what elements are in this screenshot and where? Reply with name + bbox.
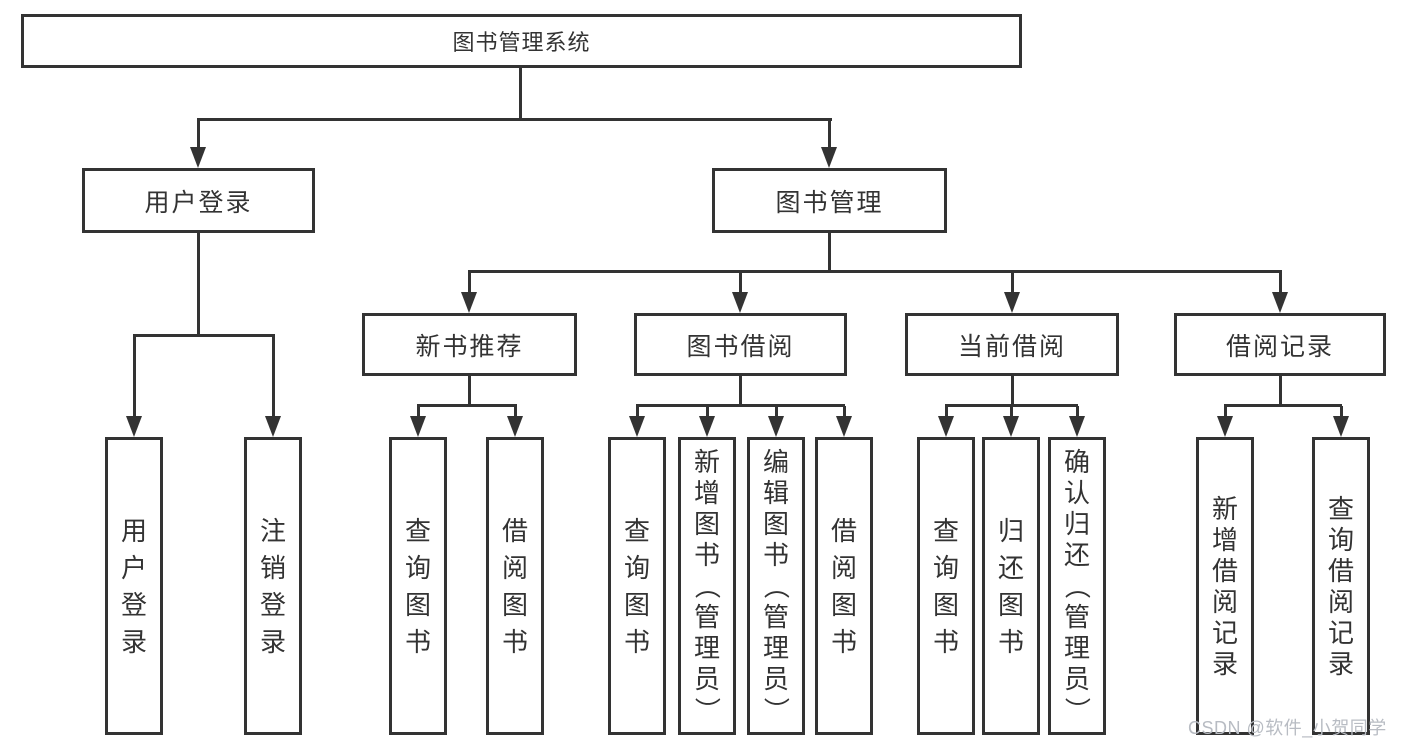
- csdn-watermark: CSDN @软件_小贺同学: [1188, 718, 1387, 738]
- connector-level1-bar: [197, 118, 832, 121]
- leaf-label: 借阅图书: [830, 515, 857, 657]
- arrowhead-icon: [126, 416, 142, 437]
- connector-arrow-line: [133, 336, 136, 417]
- arrowhead-icon: [1069, 416, 1085, 437]
- leaf-add-borrow-record: 新增借阅记录: [1196, 437, 1254, 735]
- connector-root-trunk: [519, 66, 522, 120]
- node-label: 图书管理: [775, 188, 884, 217]
- leaf-edit-books-admin: 编辑图书（管理员）: [747, 437, 805, 735]
- leaf-logout: 注销登录: [244, 437, 302, 735]
- node-new-book-recommend: 新书推荐: [362, 313, 577, 376]
- arrowhead-icon: [1272, 292, 1288, 313]
- leaf-label: 确认归还（管理员）: [1061, 447, 1092, 724]
- node-label: 当前借阅: [957, 332, 1066, 361]
- connector-current-borrow-bar: [945, 404, 1078, 407]
- arrowhead-icon: [836, 416, 852, 437]
- connector-arrow-line: [843, 406, 846, 417]
- leaf-query-books-current: 查询图书: [917, 437, 975, 735]
- leaf-add-books-admin: 新增图书（管理员）: [678, 437, 736, 735]
- connector-arrow-line: [468, 272, 471, 293]
- leaf-return-books: 归还图书: [982, 437, 1040, 735]
- arrowhead-icon: [507, 416, 523, 437]
- connector-borrow-records-bar: [1224, 404, 1342, 407]
- connector-book-borrow-bar: [636, 404, 845, 407]
- leaf-query-books-recommend: 查询图书: [389, 437, 447, 735]
- arrowhead-icon: [1003, 416, 1019, 437]
- node-book-management: 图书管理: [712, 168, 947, 233]
- connector-arrow-line: [1340, 406, 1343, 417]
- arrowhead-icon: [410, 416, 426, 437]
- arrowhead-icon: [768, 416, 784, 437]
- node-user-login: 用户登录: [82, 168, 315, 233]
- leaf-label: 新增借阅记录: [1211, 493, 1238, 679]
- node-borrowing-records: 借阅记录: [1174, 313, 1386, 376]
- arrowhead-icon: [821, 147, 837, 168]
- leaf-label: 查询图书: [404, 515, 431, 657]
- node-label: 用户登录: [144, 188, 253, 217]
- connector-user-login-trunk: [197, 232, 200, 336]
- arrowhead-icon: [190, 147, 206, 168]
- connector-arrow-line: [417, 406, 420, 417]
- connector-arrow-line: [636, 406, 639, 417]
- connector-new-book-trunk: [468, 375, 471, 406]
- connector-arrow-line: [706, 406, 709, 417]
- connector-arrow-line: [828, 120, 831, 148]
- connector-current-borrow-trunk: [1011, 375, 1014, 406]
- connector-arrow-line: [775, 406, 778, 417]
- connector-book-mgmt-trunk: [828, 232, 831, 272]
- leaf-label: 归还图书: [997, 515, 1024, 657]
- leaf-label: 新增图书（管理员）: [691, 447, 722, 724]
- leaf-label: 注销登录: [259, 515, 286, 657]
- connector-arrow-line: [197, 120, 200, 148]
- node-root-label: 图书管理系统: [452, 30, 591, 55]
- arrowhead-icon: [265, 416, 281, 437]
- connector-arrow-line: [272, 336, 275, 417]
- node-label: 图书借阅: [686, 332, 795, 361]
- connector-new-book-bar: [417, 404, 517, 407]
- leaf-query-books-borrowing: 查询图书: [608, 437, 666, 735]
- node-label: 新书推荐: [415, 332, 524, 361]
- connector-arrow-line: [1010, 406, 1013, 417]
- leaf-borrow-books-recommend: 借阅图书: [486, 437, 544, 735]
- leaf-label: 用户登录: [120, 515, 147, 657]
- arrowhead-icon: [1004, 292, 1020, 313]
- leaf-label: 查询图书: [623, 515, 650, 657]
- connector-user-login-bar: [133, 334, 275, 337]
- node-label: 借阅记录: [1225, 332, 1334, 361]
- node-current-borrowing: 当前借阅: [905, 313, 1119, 376]
- leaf-confirm-return-admin: 确认归还（管理员）: [1048, 437, 1106, 735]
- arrowhead-icon: [1217, 416, 1233, 437]
- leaf-label: 借阅图书: [501, 515, 528, 657]
- connector-level2-bar: [468, 270, 1282, 273]
- arrowhead-icon: [699, 416, 715, 437]
- node-book-borrowing: 图书借阅: [634, 313, 847, 376]
- leaf-query-borrow-record: 查询借阅记录: [1312, 437, 1370, 735]
- leaf-label: 查询图书: [932, 515, 959, 657]
- connector-borrow-records-trunk: [1279, 375, 1282, 406]
- connector-arrow-line: [1279, 272, 1282, 293]
- arrowhead-icon: [732, 292, 748, 313]
- connector-arrow-line: [1224, 406, 1227, 417]
- connector-book-borrow-trunk: [739, 375, 742, 406]
- arrowhead-icon: [461, 292, 477, 313]
- arrowhead-icon: [1333, 416, 1349, 437]
- leaf-borrow-books-borrowing: 借阅图书: [815, 437, 873, 735]
- connector-arrow-line: [1076, 406, 1079, 417]
- connector-arrow-line: [739, 272, 742, 293]
- leaf-label: 查询借阅记录: [1327, 493, 1354, 679]
- leaf-label: 编辑图书（管理员）: [760, 447, 791, 724]
- arrowhead-icon: [938, 416, 954, 437]
- connector-arrow-line: [945, 406, 948, 417]
- arrowhead-icon: [629, 416, 645, 437]
- connector-arrow-line: [1011, 272, 1014, 293]
- connector-arrow-line: [514, 406, 517, 417]
- node-root-system: 图书管理系统: [21, 14, 1022, 68]
- leaf-user-login: 用户登录: [105, 437, 163, 735]
